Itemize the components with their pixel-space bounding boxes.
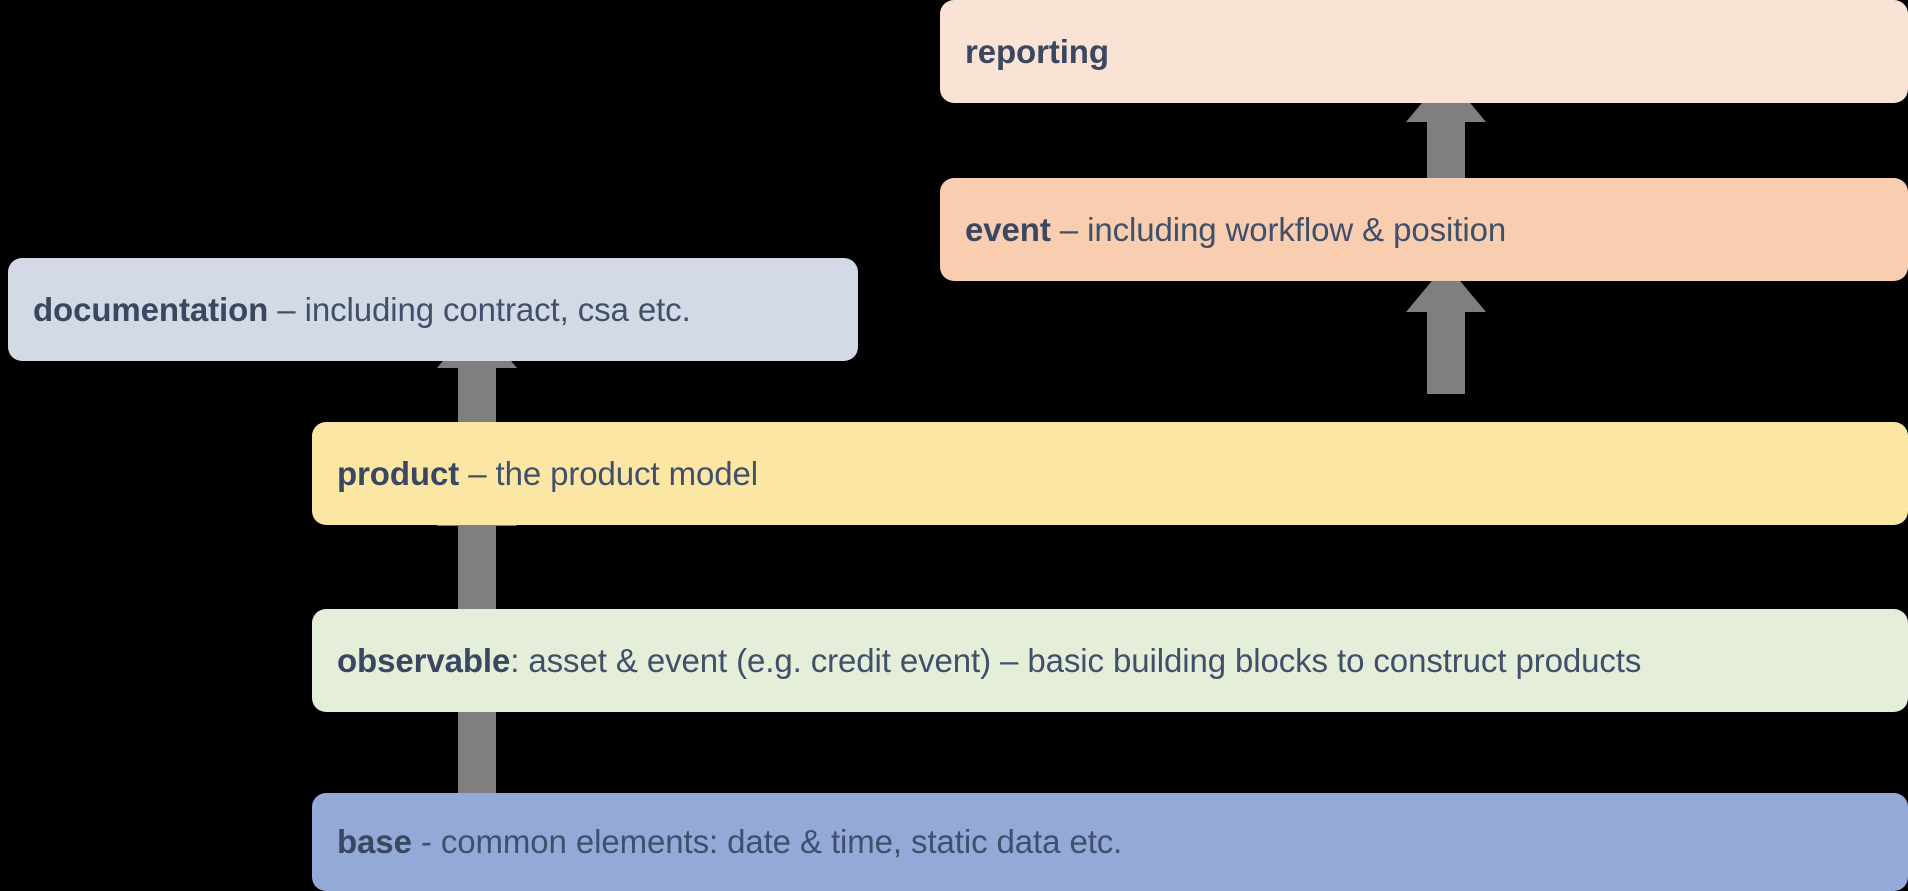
up-arrow-icon — [1406, 74, 1486, 194]
layer-label-reporting: reporting — [940, 33, 1109, 71]
layer-term-documentation: documentation — [33, 290, 269, 328]
layer-term-event: event — [965, 210, 1051, 248]
layer-separator-event: – — [1050, 210, 1088, 248]
layer-term-base: base — [337, 823, 412, 861]
layer-separator-documentation: – — [268, 290, 305, 328]
layer-box-base[interactable]: base - common elements: date & time, sta… — [312, 793, 1908, 891]
layer-box-product[interactable]: product – the product model — [312, 422, 1908, 525]
layer-label-base: base - common elements: date & time, sta… — [312, 823, 1122, 861]
layer-description-event: including workflow & position — [1087, 210, 1507, 248]
layer-description-observable: asset & event (e.g. credit event) – basi… — [528, 641, 1642, 679]
layer-box-observable[interactable]: observable: asset & event (e.g. credit e… — [312, 609, 1908, 712]
layer-separator-product: – — [459, 454, 496, 492]
layer-box-event[interactable]: event – including workflow & position — [940, 178, 1908, 281]
layer-label-observable: observable: asset & event (e.g. credit e… — [312, 642, 1641, 680]
layer-separator-observable: : — [510, 641, 529, 679]
layer-label-documentation: documentation – including contract, csa … — [8, 291, 691, 329]
layer-description-base: common elements: date & time, static dat… — [440, 823, 1123, 861]
up-arrow-icon — [1406, 264, 1486, 394]
layer-description-product: the product model — [495, 454, 759, 492]
layer-term-observable: observable — [337, 641, 511, 679]
layer-term-reporting: reporting — [965, 32, 1109, 70]
layer-separator-base: - — [411, 823, 441, 861]
layer-box-documentation[interactable]: documentation – including contract, csa … — [8, 258, 858, 361]
layer-term-product: product — [337, 454, 460, 492]
layer-description-documentation: including contract, csa etc. — [304, 290, 691, 328]
layer-box-reporting[interactable]: reporting — [940, 0, 1908, 103]
layer-label-product: product – the product model — [312, 455, 758, 493]
layer-label-event: event – including workflow & position — [940, 211, 1506, 249]
